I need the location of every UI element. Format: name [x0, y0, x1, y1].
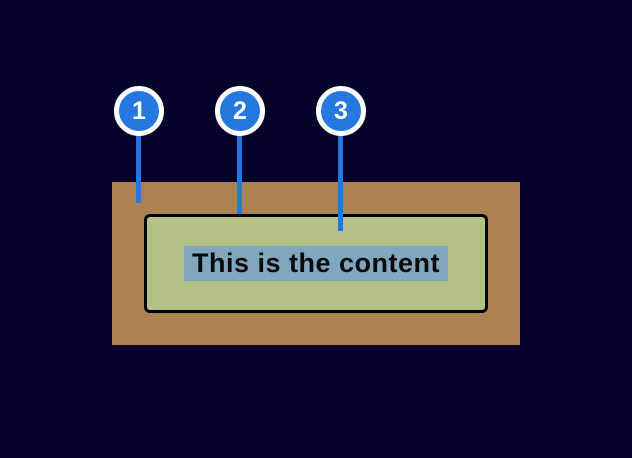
callout-line-3 [338, 134, 343, 231]
callout-badge-3: 3 [316, 86, 366, 136]
content-text: This is the content [183, 246, 449, 281]
callout-number-2: 2 [233, 96, 247, 125]
callout-badge-1: 1 [114, 86, 164, 136]
callout-line-1 [136, 134, 141, 203]
callout-number-3: 3 [334, 96, 348, 125]
padding-box: This is the content [144, 214, 488, 313]
callout-badge-2: 2 [215, 86, 265, 136]
callout-number-1: 1 [132, 96, 146, 125]
callout-line-2 [237, 134, 242, 214]
